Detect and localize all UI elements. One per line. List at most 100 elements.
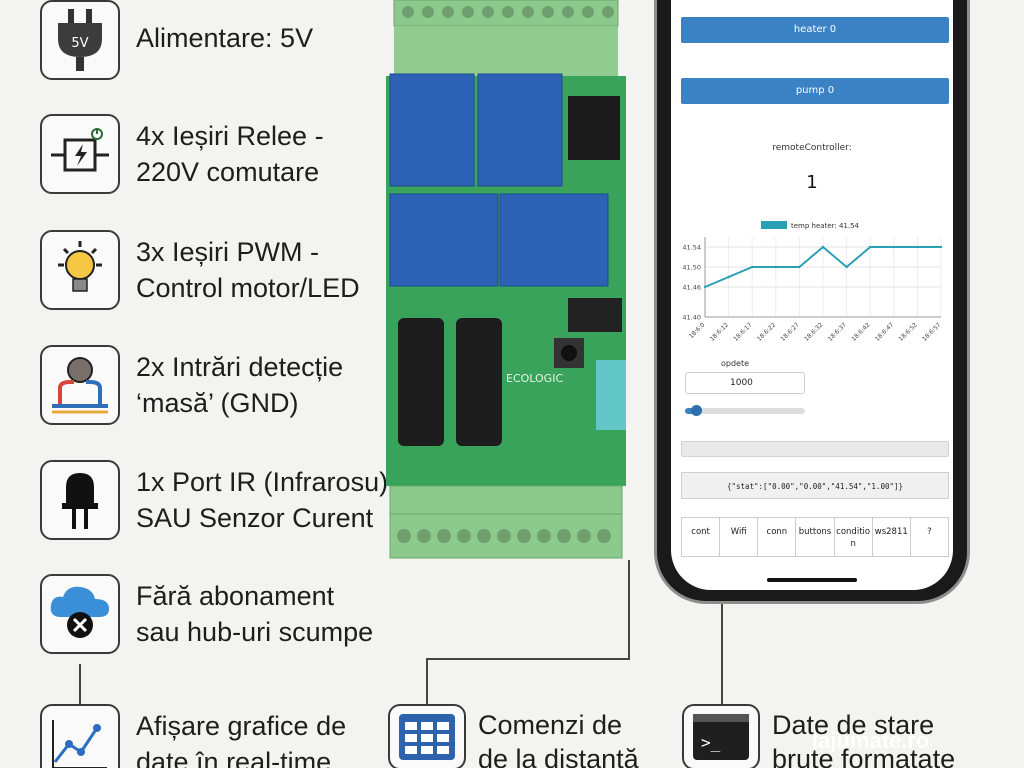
x-tick-label: 18:6:57 — [921, 321, 942, 342]
feature-line: Alimentare: 5V — [136, 23, 314, 53]
tab-0[interactable]: cont — [682, 518, 721, 556]
feature-item: 4x Ieșiri Relee - 220V comutare — [40, 114, 324, 194]
connector-line — [721, 604, 723, 706]
feature-line: Control motor/LED — [136, 273, 360, 303]
tab-4[interactable]: condition — [835, 518, 873, 556]
y-tick-label: 41.54 — [682, 244, 701, 252]
feature-text: 1x Port IR (Infrarosu) SAU Senzor Curent — [136, 460, 388, 536]
keypad-icon — [399, 714, 455, 760]
slider-knob[interactable] — [690, 405, 702, 416]
series-point — [892, 245, 895, 249]
feature-item: 1x Port IR (Infrarosu) SAU Senzor Curent — [40, 460, 388, 540]
remote-commands-text: Comenzi de de la distanță — [478, 708, 639, 768]
series-point — [916, 245, 919, 249]
feature-text: Fără abonament sau hub-uri scumpe — [136, 574, 373, 650]
series-point — [751, 265, 754, 269]
feature-line: Afișare grafice de — [136, 711, 347, 741]
feature-line: 220V comutare — [136, 157, 320, 187]
tab-6[interactable]: ? — [927, 527, 932, 537]
feature-line: SAU Senzor Curent — [136, 503, 374, 533]
terminal-icon: >_ — [693, 714, 749, 760]
feature-text: 4x Ieșiri Relee - 220V comutare — [136, 114, 324, 190]
ground-sensor-icon — [40, 345, 120, 425]
remote-controller-label: remoteController: — [772, 143, 852, 153]
keypad-box — [388, 704, 466, 768]
legend-label: temp heater: 41.54 — [791, 222, 860, 230]
feature-item: 2x Intrări detecție ‘masă’ (GND) — [40, 345, 343, 425]
series-point — [821, 245, 825, 249]
light-bulb-icon — [40, 230, 120, 310]
cloud-no-icon — [40, 574, 120, 654]
x-tick-label: 18:6:42 — [850, 321, 871, 342]
update-slider[interactable] — [685, 405, 805, 416]
feature-text: 3x Ieșiri PWM - Control motor/LED — [136, 230, 360, 306]
temperature-chart: temp heater: 41.5441.5441.5041.4641.4018… — [682, 221, 943, 343]
feature-text: Alimentare: 5V — [136, 0, 313, 56]
smartphone: heater 0 pump 0 remoteController: 1 temp… — [654, 0, 970, 604]
x-tick-label: 18:6:27 — [780, 321, 801, 342]
tab-3[interactable]: buttons — [796, 518, 835, 556]
home-indicator[interactable] — [767, 578, 857, 582]
feature-item: Fără abonament sau hub-uri scumpe — [40, 574, 373, 654]
heater-button[interactable]: heater 0 — [681, 17, 949, 43]
series-point — [869, 245, 872, 249]
series-point — [798, 265, 801, 269]
x-tick-label: 18:6:22 — [756, 321, 777, 342]
feature-line: 1x Port IR (Infrarosu) — [136, 467, 389, 497]
series-point — [703, 285, 707, 289]
feature-text: 2x Intrări detecție ‘masă’ (GND) — [136, 345, 343, 421]
remote-commands-line-1: Comenzi de — [478, 710, 623, 740]
slider-fill — [685, 408, 695, 414]
connector-line — [628, 560, 630, 660]
feature-line: sau hub-uri scumpe — [136, 617, 374, 647]
connector-line — [79, 664, 81, 704]
plug-label: 5V — [71, 36, 88, 51]
raw-status-line-2: brute formatate — [772, 744, 956, 768]
svg-text:>_: >_ — [701, 733, 721, 752]
board-graphic: ECOLOGIC — [386, 0, 642, 559]
line-chart-icon — [40, 704, 120, 768]
series-point — [774, 265, 777, 269]
y-tick-label: 41.46 — [682, 284, 701, 292]
series-point — [727, 275, 730, 279]
feature-line: 3x Ieșiri PWM - — [136, 237, 320, 267]
feature-line: 4x Ieșiri Relee - — [136, 121, 324, 151]
power-plug-icon: 5V — [40, 0, 120, 80]
controller-board: ECOLOGIC — [386, 0, 642, 560]
pump-button[interactable]: pump 0 — [681, 78, 949, 104]
board-brand: ECOLOGIC — [506, 372, 563, 385]
feature-line: date în real-time — [136, 747, 332, 768]
watermark: lajumate.ro — [812, 728, 930, 753]
legend-swatch — [761, 221, 787, 229]
connector-line — [426, 658, 428, 706]
connector-line — [426, 658, 630, 660]
y-tick-label: 41.40 — [682, 314, 701, 322]
feature-line: Fără abonament — [136, 581, 335, 611]
x-tick-label: 18:6:47 — [874, 321, 895, 342]
tab-5[interactable]: ws2811 — [873, 518, 911, 556]
x-tick-label: 18:6:32 — [803, 321, 824, 342]
relay-icon — [40, 114, 120, 194]
status-json: {"stat":["0.00","0.00","41.54","1.00"]} — [681, 472, 949, 499]
feature-line: 2x Intrări detecție — [136, 352, 344, 382]
feature-text: Afișare grafice de date în real-time — [136, 704, 346, 768]
y-tick-label: 41.50 — [682, 264, 701, 272]
feature-item: 3x Ieșiri PWM - Control motor/LED — [40, 230, 360, 310]
x-tick-label: 18:6:12 — [709, 321, 730, 342]
series-point — [845, 265, 848, 269]
tab-2[interactable]: conn — [758, 518, 797, 556]
x-tick-label: 18:6:37 — [827, 321, 848, 342]
progress-bar — [681, 441, 949, 457]
feature-line: ‘masă’ (GND) — [136, 388, 299, 418]
x-tick-label: 18:6:52 — [898, 321, 919, 342]
update-input[interactable]: 1000 — [685, 372, 805, 394]
series-point — [939, 245, 943, 249]
terminal-box: >_ — [682, 704, 760, 768]
phone-screen: heater 0 pump 0 remoteController: 1 temp… — [671, 0, 953, 590]
update-label: opdete — [721, 359, 750, 368]
x-tick-label: 18:6:0 — [688, 321, 707, 340]
raw-status-text: Date de stare brute formatate — [772, 708, 955, 768]
tab-1[interactable]: Wifi — [720, 518, 759, 556]
raw-status-line-1: Date de stare — [772, 710, 935, 740]
